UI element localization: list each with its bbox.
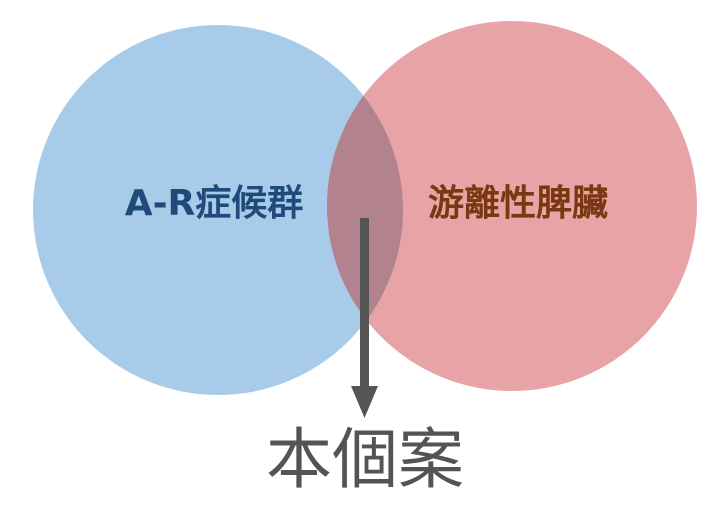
set-label-left: A-R症候群 [125,183,304,224]
set-circle-left [33,25,403,395]
set-circle-right [327,21,697,391]
pointer-arrow-head [351,386,378,418]
set-label-right: 游離性脾臟 [428,183,608,224]
pointer-arrow-shaft [360,218,369,386]
result-label: 本個案 [266,421,464,498]
